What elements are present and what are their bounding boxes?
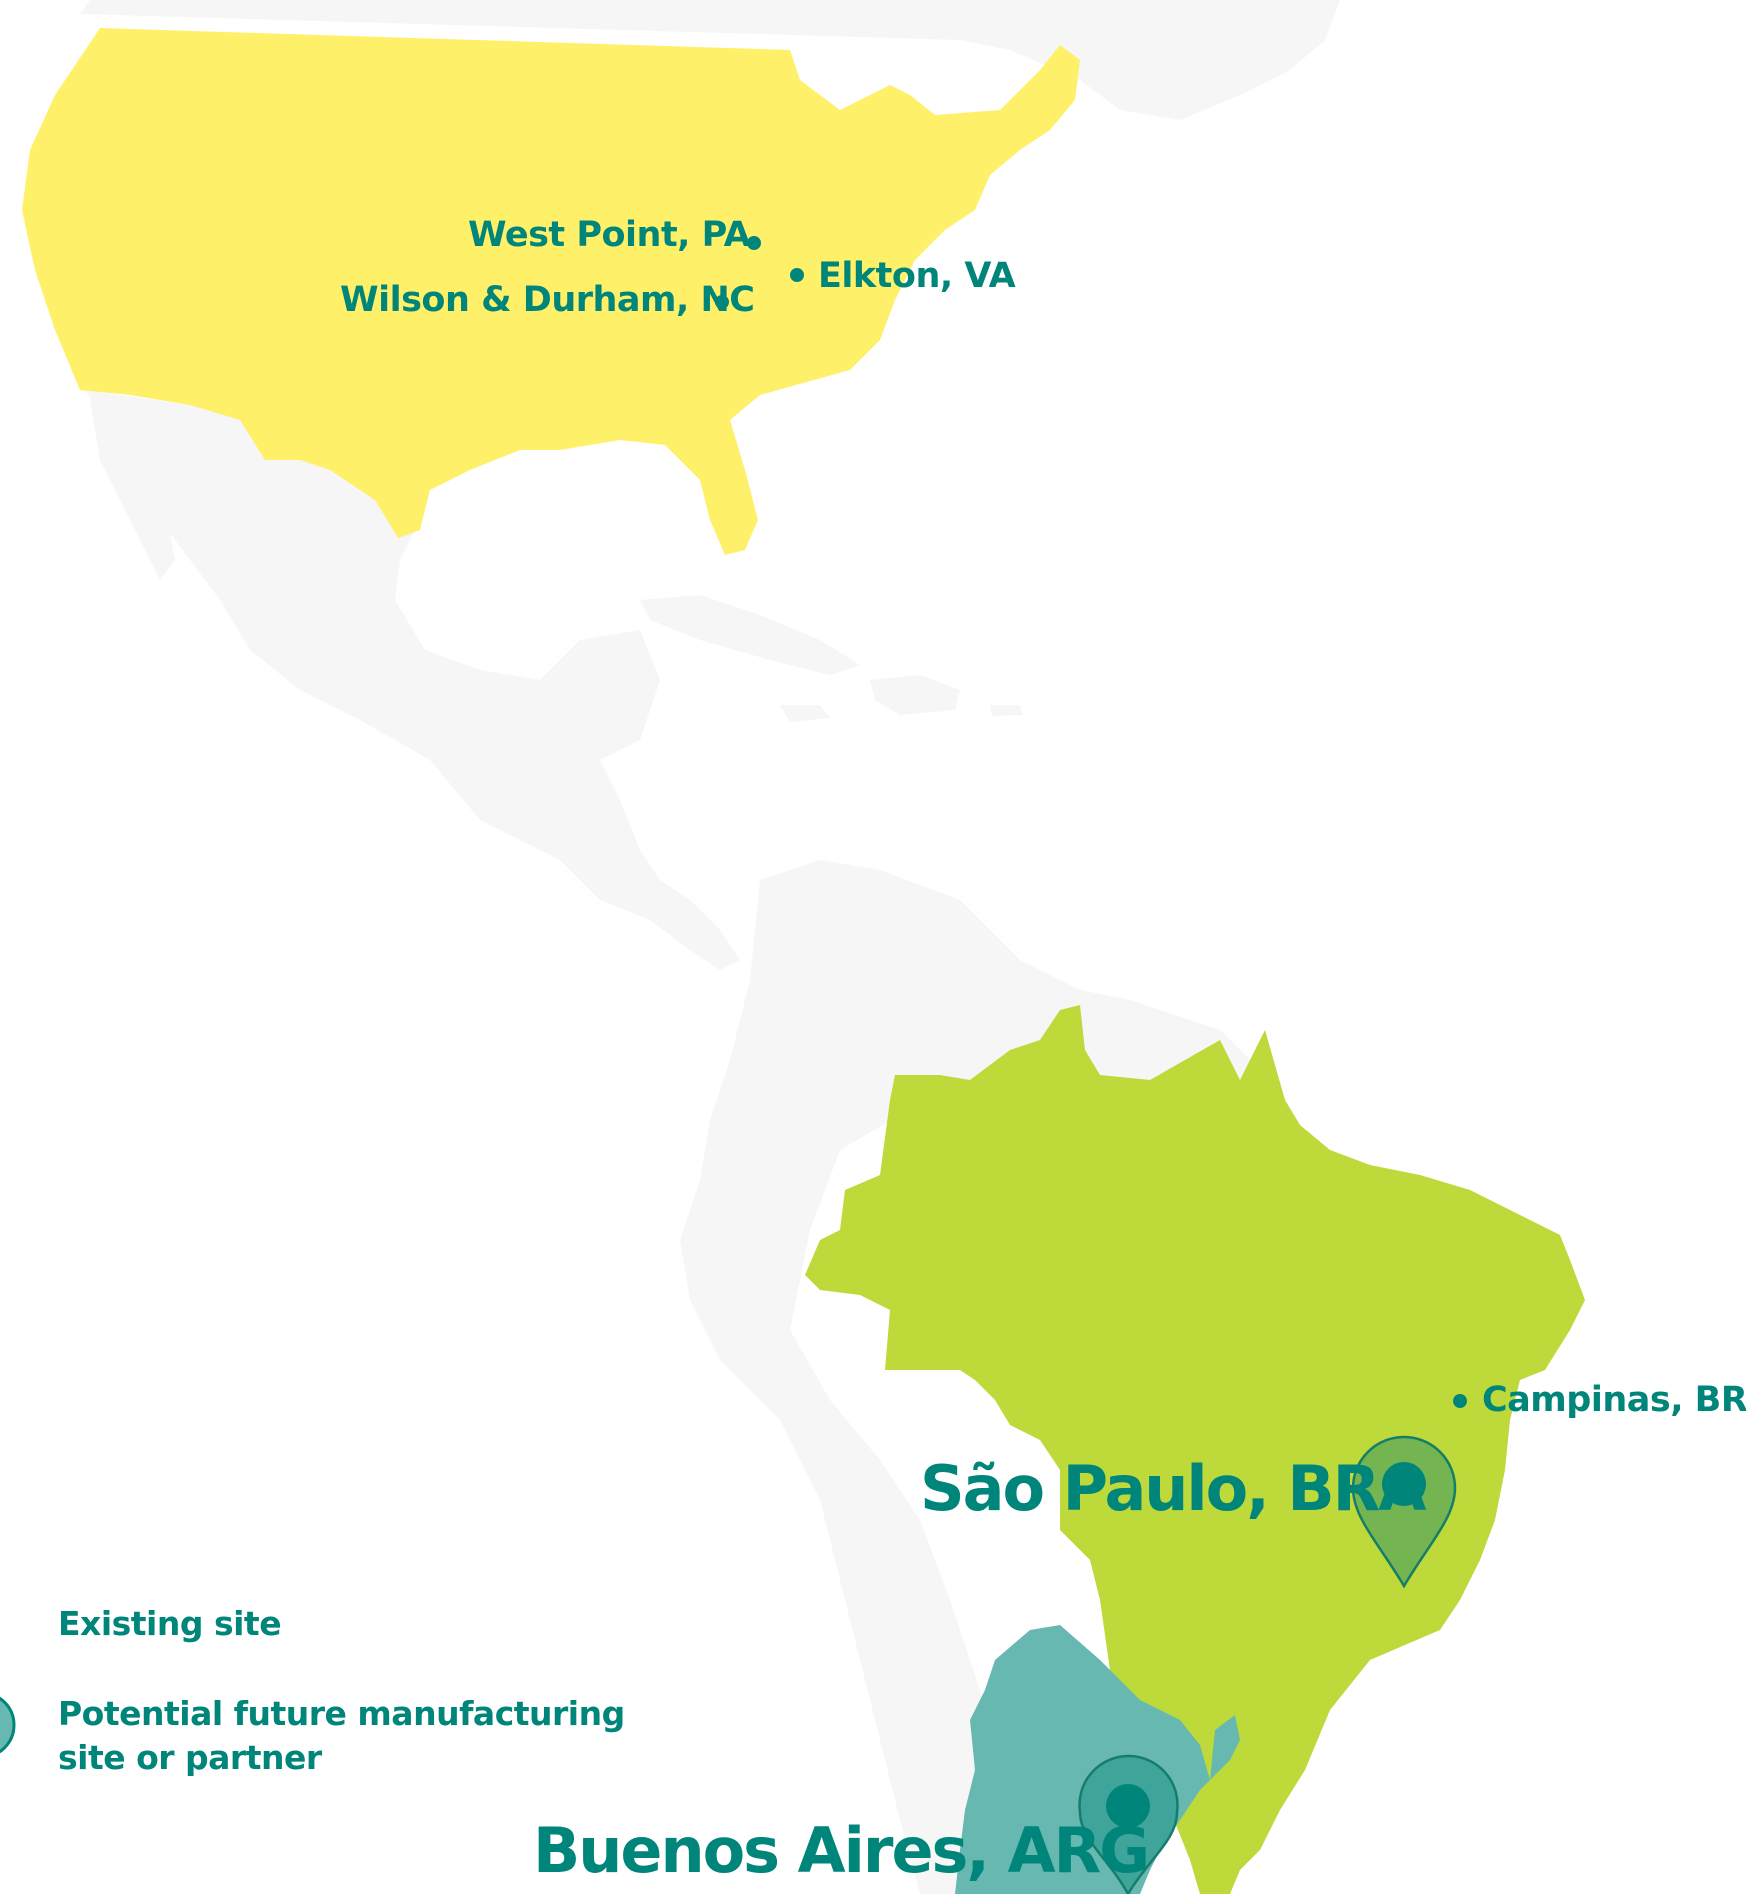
mexico-central-america-landmass	[85, 390, 740, 970]
campinas-label: Campinas, BRA	[1482, 1380, 1746, 1420]
elkton-label: Elkton, VA	[818, 256, 1016, 296]
campinas-dot[interactable]	[1453, 1394, 1467, 1408]
west-point-dot[interactable]	[747, 236, 761, 250]
legend-future-line-1: Potential future manufacturing	[58, 1694, 625, 1733]
elkton-dot[interactable]	[790, 268, 804, 282]
puerto-rico	[990, 705, 1022, 716]
buenos-aires-pin-icon[interactable]	[1078, 1754, 1179, 1894]
canada-landmass	[80, 0, 1340, 120]
jamaica	[780, 705, 830, 722]
sao-paulo-pin-icon[interactable]	[1351, 1435, 1457, 1589]
wilson-durham-dot[interactable]	[715, 295, 729, 309]
legend-future-site-icon	[0, 1696, 16, 1754]
south-america-landmass	[680, 860, 1260, 1894]
legend-future-line-2: site or partner	[58, 1738, 322, 1777]
sao-paulo-label: São Paulo, BRA	[920, 1452, 1426, 1525]
usa-country	[22, 28, 1080, 555]
wilson-durham-label: Wilson & Durham, NC	[340, 280, 755, 320]
brazil-country	[805, 1005, 1585, 1894]
hispaniola	[870, 675, 960, 715]
baja-california	[90, 400, 175, 580]
cuba	[640, 595, 860, 675]
west-point-label: West Point, PA	[468, 215, 751, 255]
legend-future-site-label: Potential future manufacturing site or p…	[58, 1692, 625, 1780]
legend-existing-site-label: Existing site	[58, 1604, 282, 1643]
buenos-aires-label: Buenos Aires, ARG	[533, 1814, 1150, 1887]
